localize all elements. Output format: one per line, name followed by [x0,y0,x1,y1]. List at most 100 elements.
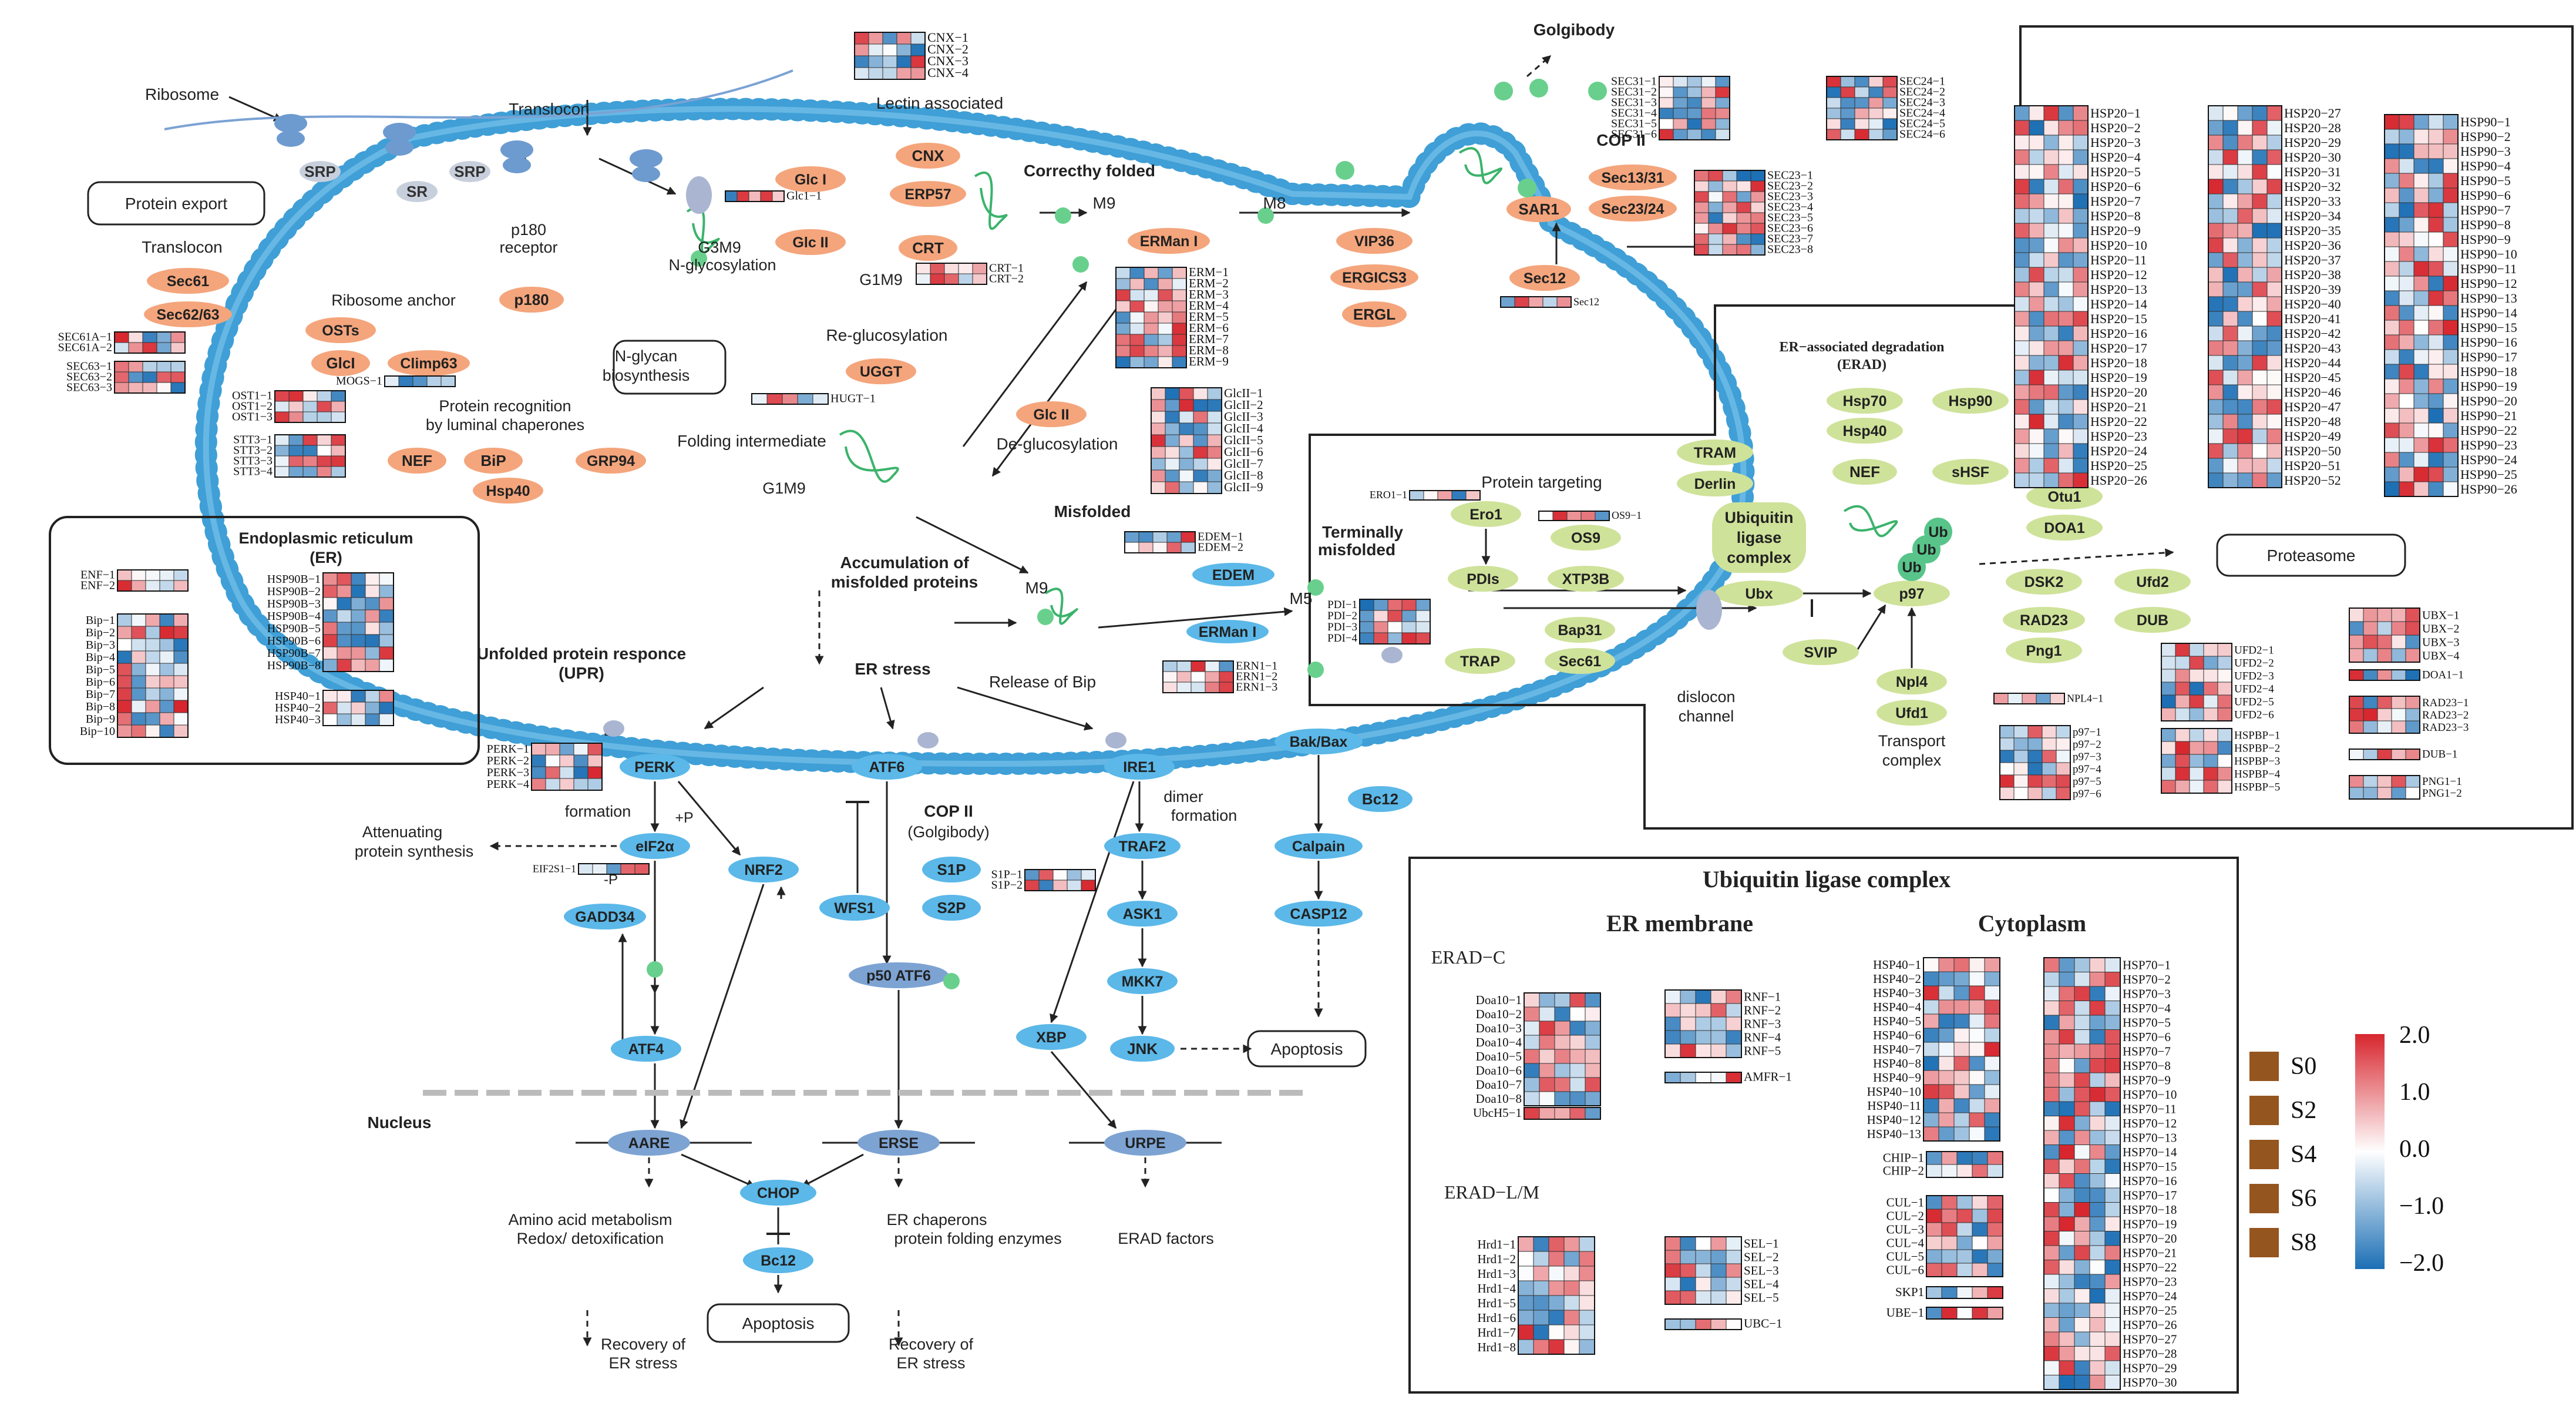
heatmap-cell [1840,97,1855,109]
heatmap-row-label: Doa10−5 [1476,1049,1522,1063]
heatmap-cell [1124,531,1139,543]
heatmap-cell [2413,452,2429,468]
heatmap-cell [2014,281,2030,297]
heatmap-frame [114,331,186,354]
heatmap-cell [1165,422,1180,435]
node-srp2-label: SRP [454,163,485,180]
heatmap-cell [2428,231,2444,247]
heatmap-ube: UBE−1 [1886,1305,2003,1320]
heatmap-frame [2043,957,2121,1390]
heatmap-cell [1038,880,1054,891]
node-ub2: Ub [1924,518,1952,546]
heatmap-cell [2203,780,2218,794]
heatmap-cell [1566,511,1582,521]
heatmap-cell [131,626,146,639]
heatmap-cell [2161,643,2176,657]
heatmap-cell [117,712,132,726]
node-ergics3-shape [1330,264,1418,290]
node-dsk2-shape [2006,569,2082,595]
heatmap-row-label: UFD2−4 [2234,683,2274,696]
heatmap-cell [916,273,931,285]
node-gadd34-label: GADD34 [575,909,635,925]
heatmap-cell [2443,173,2459,189]
heatmap-cell [2043,1159,2060,1174]
heatmap-cell [2089,1001,2106,1016]
heatmap-cell [145,712,160,726]
heatmap-cell [1673,118,1688,130]
heatmap-cell [1926,1307,1942,1320]
heatmap-cell [1585,1049,1601,1064]
heatmap-cell [2089,1274,2106,1289]
node-sec61: Sec61 [147,268,229,294]
heatmap-cell [2058,252,2074,268]
heatmap-frame [2349,775,2420,800]
heatmap-cell [1138,531,1154,543]
node-hsp40: Hsp40 [1827,418,1903,444]
heatmap-row-label: Doa10−3 [1476,1021,1522,1035]
heatmap-cell [1953,957,1970,972]
node-glci_l-shape [311,350,370,376]
heatmap-row-label: HSP90B−1 [267,573,321,586]
heatmap-cell [1415,632,1431,645]
heatmap-cell [2014,414,2030,429]
heatmap-row-label: HSP40−10 [1867,1085,1921,1099]
heatmap-cell [1144,345,1159,357]
label-g1m9b: G1M9 [762,479,806,497]
heatmap-cell [1708,233,1723,245]
heatmap-row-label: HSP20−15 [2090,311,2147,326]
heatmap-cell [1984,1056,2000,1071]
heatmap-cell [2208,208,2224,224]
node-erse-shape [857,1130,940,1156]
heatmap-cell [2266,296,2282,312]
heatmap-cell [2029,458,2044,474]
heatmap-cell [2104,1015,2121,1030]
heatmap-cell [896,67,912,80]
heatmap-cell [2161,707,2176,721]
heatmap-cell [1941,1249,1958,1264]
heatmap-cell [2384,173,2400,189]
heatmap-cell [2428,364,2444,380]
node-ufd2: Ufd2 [2114,569,2191,595]
node-png1-shape [2006,637,2082,663]
heatmap-cell [1923,1042,1939,1057]
node-glci_l: GlcI [311,350,370,376]
heatmap-cell [2399,276,2414,291]
node-urpe-shape [1104,1130,1186,1156]
label-copii2: COP II [924,802,973,820]
heatmap-row-label: STT3−4 [233,465,273,478]
heatmap-cell [2237,458,2253,474]
heatmap-cell [2189,728,2204,742]
heatmap-cell [2203,656,2218,670]
heatmap-row-label: HSP90B−6 [267,635,321,647]
heatmap-cell [2349,648,2364,663]
heatmap-cell [2384,290,2400,306]
heatmap-cell [2073,267,2089,283]
heatmap-cell [2014,399,2030,415]
heatmap-frame [1926,1286,2003,1299]
heatmap-row-label: HSP90−16 [2460,335,2517,350]
heatmap-cell [337,622,352,635]
heatmap-cell [944,273,959,285]
heatmap-cell [2222,340,2238,356]
heatmap-cell [317,445,332,457]
heatmap-cell [882,67,897,80]
node-sec2324: Sec23/24 [1589,196,1677,221]
heatmap-cell [2428,305,2444,321]
heatmap-cell [2089,1346,2106,1361]
pathway-arrow [1855,604,1886,653]
node-sec1331-shape [1589,165,1677,190]
heatmap-row-label: HSP70−30 [2123,1375,2177,1389]
heatmap-cell [145,724,160,738]
heatmap-cell [1938,1028,1955,1043]
heatmap-cell [1373,610,1388,622]
heatmap-cell [1191,682,1206,693]
heatmap-cell [1984,1070,2000,1085]
heatmap-cell [2208,252,2224,268]
heatmap-cell [2175,754,2190,768]
heatmap-cell [1207,411,1222,424]
heatmap-cell [2043,1145,2060,1160]
heatmap-row-label: HSP20−45 [2284,370,2341,385]
heatmap-cell [1569,1063,1586,1078]
heatmap-cell [1172,267,1187,279]
